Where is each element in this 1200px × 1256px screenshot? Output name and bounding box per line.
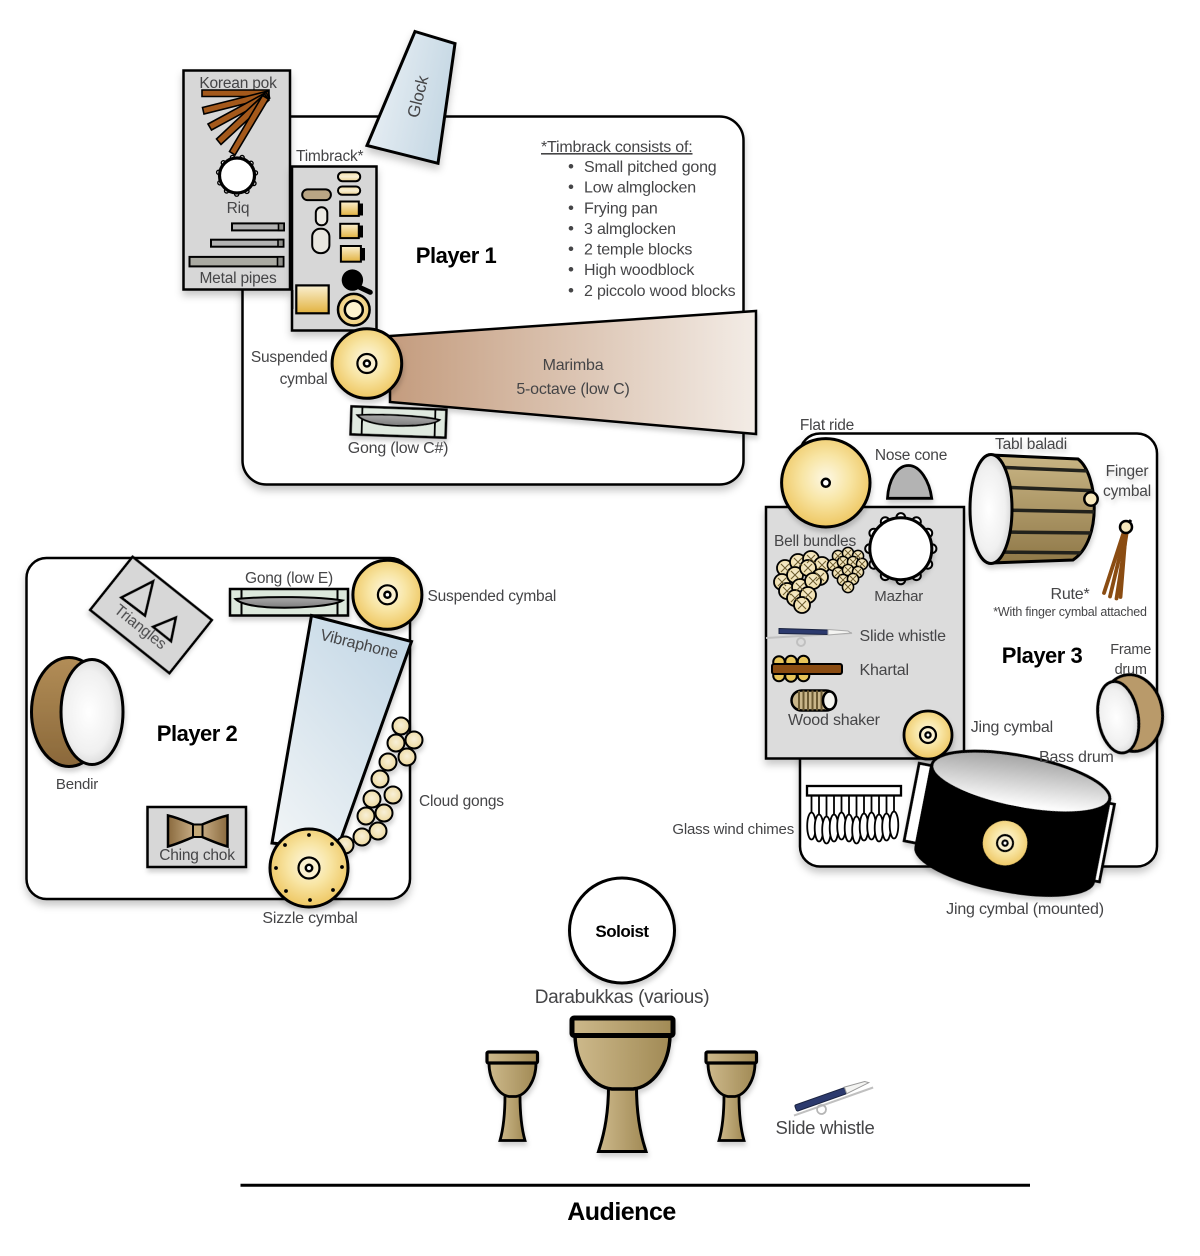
svg-text:Nose cone: Nose cone (875, 447, 947, 464)
svg-text:•: • (568, 240, 574, 259)
svg-text:Soloist: Soloist (595, 922, 649, 941)
svg-text:Player 1: Player 1 (416, 243, 497, 268)
svg-text:Mazhar: Mazhar (874, 588, 923, 605)
svg-text:•: • (568, 281, 574, 300)
svg-text:*With finger cymbal attached: *With finger cymbal attached (993, 605, 1147, 619)
svg-text:Small pitched gong: Small pitched gong (584, 159, 717, 176)
svg-text:Suspended cymbal: Suspended cymbal (428, 588, 557, 605)
svg-text:Player 3: Player 3 (1002, 643, 1083, 668)
svg-text:cymbal: cymbal (280, 371, 328, 388)
svg-text:Suspended: Suspended (251, 349, 328, 366)
svg-text:Audience: Audience (567, 1198, 676, 1226)
svg-text:Ching chok: Ching chok (159, 847, 235, 864)
svg-text:Korean pok: Korean pok (199, 75, 277, 92)
svg-text:High woodblock: High woodblock (584, 262, 695, 279)
svg-text:Gong (low C#): Gong (low C#) (348, 440, 449, 457)
svg-text:Slide whistle: Slide whistle (776, 1117, 875, 1138)
svg-text:Riq: Riq (227, 200, 250, 217)
svg-text:Low almglocken: Low almglocken (584, 180, 696, 197)
svg-text:•: • (568, 157, 574, 176)
svg-text:Player 2: Player 2 (157, 721, 238, 746)
svg-text:Tabl baladi: Tabl baladi (995, 436, 1067, 453)
svg-text:Timbrack*: Timbrack* (296, 148, 364, 165)
svg-text:Metal pipes: Metal pipes (199, 270, 277, 287)
svg-text:3 almglocken: 3 almglocken (584, 221, 676, 238)
svg-text:Wood shaker: Wood shaker (788, 712, 881, 729)
svg-text:Khartal: Khartal (860, 662, 909, 679)
svg-text:*Timbrack consists of:: *Timbrack consists of: (541, 139, 693, 156)
svg-text:Bell bundles: Bell bundles (774, 533, 856, 550)
svg-text:•: • (568, 260, 574, 279)
svg-text:Slide whistle: Slide whistle (860, 628, 947, 645)
svg-text:cymbal: cymbal (1103, 483, 1151, 500)
svg-text:Glass wind chimes: Glass wind chimes (672, 821, 794, 838)
svg-text:Frame: Frame (1110, 642, 1151, 658)
svg-text:Cloud gongs: Cloud gongs (419, 793, 504, 810)
svg-text:Jing cymbal (mounted): Jing cymbal (mounted) (946, 901, 1104, 918)
svg-text:Gong (low E): Gong (low E) (245, 570, 333, 587)
svg-text:Marimba: Marimba (543, 357, 604, 374)
svg-text:Frying pan: Frying pan (584, 200, 658, 217)
svg-text:Darabukkas (various): Darabukkas (various) (535, 987, 710, 1008)
svg-text:2 temple blocks: 2 temple blocks (584, 242, 692, 259)
svg-text:Sizzle cymbal: Sizzle cymbal (262, 910, 357, 927)
svg-text:5-octave (low C): 5-octave (low C) (516, 381, 629, 398)
svg-text:•: • (568, 198, 574, 217)
svg-text:2 piccolo wood blocks: 2 piccolo wood blocks (584, 283, 736, 300)
svg-text:Rute*: Rute* (1050, 586, 1089, 603)
svg-text:•: • (568, 178, 574, 197)
svg-text:Bendir: Bendir (56, 776, 98, 793)
svg-text:Jing cymbal: Jing cymbal (971, 719, 1053, 736)
svg-text:•: • (568, 219, 574, 238)
svg-text:Flat ride: Flat ride (800, 417, 854, 434)
svg-text:Bass drum: Bass drum (1039, 749, 1114, 766)
svg-text:Finger: Finger (1106, 463, 1149, 480)
svg-text:drum: drum (1115, 662, 1147, 678)
